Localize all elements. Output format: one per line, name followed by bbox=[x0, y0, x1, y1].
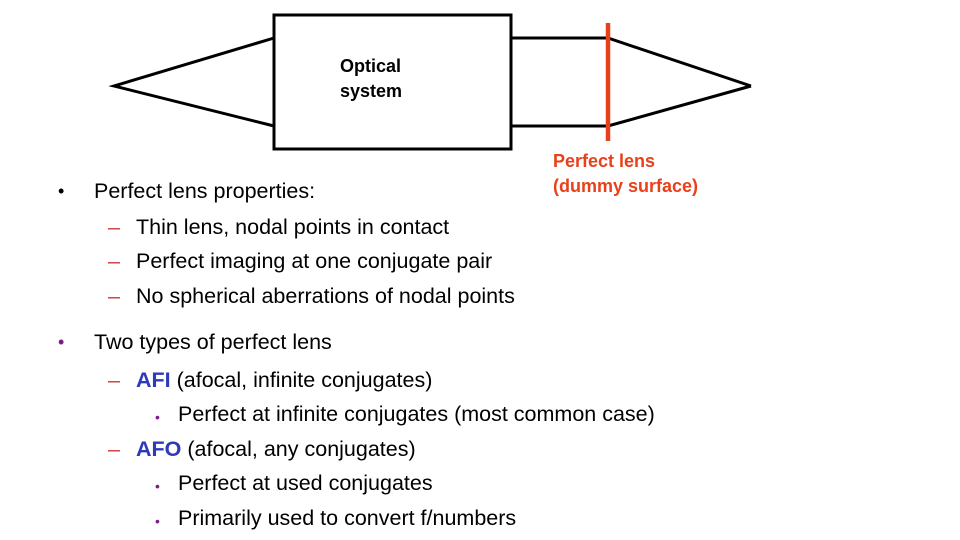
dash-marker: – bbox=[108, 249, 120, 273]
dash-marker: – bbox=[108, 215, 120, 239]
sub-bullet-text: Thin lens, nodal points in contact bbox=[136, 215, 450, 239]
optical-system-box bbox=[272, 13, 513, 151]
bullet-marker: • bbox=[58, 332, 65, 352]
bullet-marker: • bbox=[58, 181, 65, 201]
bullet-marker: • bbox=[155, 478, 160, 494]
sub-bullet-text: No spherical aberrations of nodal points bbox=[136, 284, 515, 308]
sub-sub-bullet-text: Primarily used to convert f/numbers bbox=[178, 506, 517, 530]
sub-bullet-text: AFI (afocal, infinite conjugates) bbox=[136, 367, 432, 393]
sub-bullet-text: Perfect imaging at one conjugate pair bbox=[136, 249, 493, 273]
input-ray-cone bbox=[108, 36, 275, 128]
bullet-text: Perfect lens properties: bbox=[94, 179, 316, 203]
sub-bullet-text: AFO (afocal, any conjugates) bbox=[136, 436, 416, 462]
dash-marker: – bbox=[108, 368, 120, 392]
bullet-text: Two types of perfect lens bbox=[94, 330, 332, 354]
afo-description: (afocal, any conjugates) bbox=[181, 437, 416, 461]
optical-system-label-line2: system bbox=[340, 81, 403, 101]
perfect-lens-label-line2: (dummy surface) bbox=[553, 176, 699, 196]
output-ray-upper bbox=[511, 36, 752, 88]
bullet-marker: • bbox=[155, 513, 160, 529]
sub-sub-bullet-text: Perfect at infinite conjugates (most com… bbox=[178, 402, 655, 426]
output-ray-lower bbox=[511, 84, 752, 128]
dash-marker: – bbox=[108, 284, 120, 308]
bullet-marker: • bbox=[155, 409, 160, 425]
afi-description: (afocal, infinite conjugates) bbox=[170, 368, 433, 392]
sub-sub-bullet-text: Perfect at used conjugates bbox=[178, 471, 433, 495]
afi-term: AFI bbox=[136, 368, 171, 392]
perfect-lens-label: Perfect lens (dummy surface) bbox=[553, 149, 698, 199]
dash-marker: – bbox=[108, 437, 120, 461]
afo-term: AFO bbox=[136, 437, 182, 461]
optical-system-label-line1: Optical bbox=[340, 56, 402, 76]
optical-system-label: Optical system bbox=[340, 54, 440, 104]
perfect-lens-label-line1: Perfect lens bbox=[553, 151, 656, 171]
